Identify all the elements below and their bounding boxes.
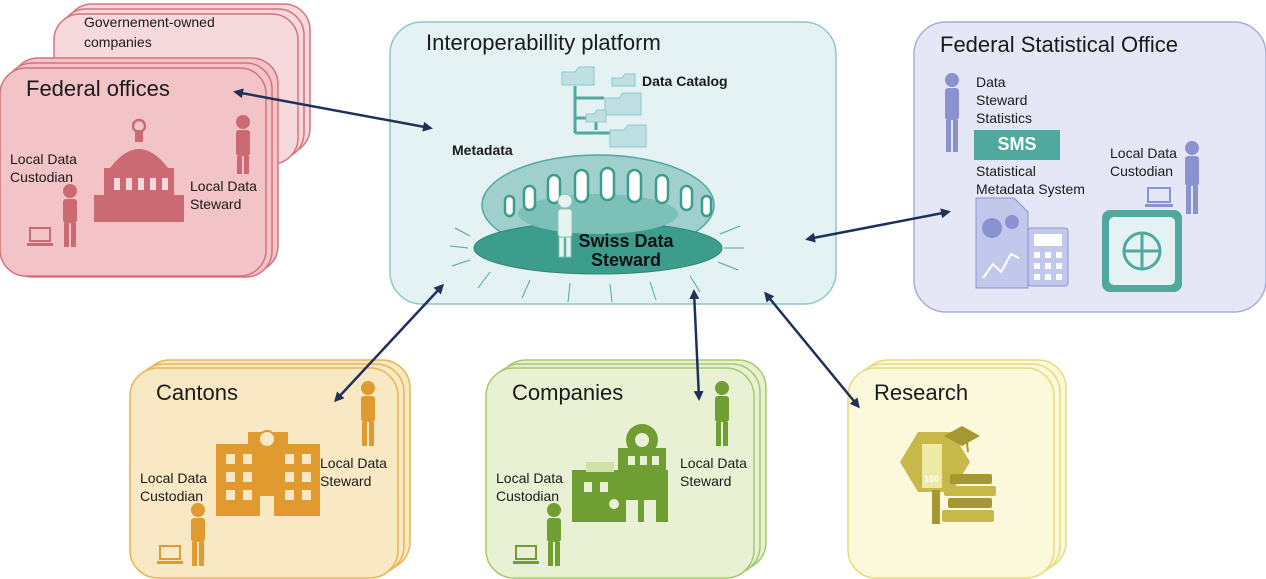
federal-custodian-label-line1: Local Data (10, 151, 77, 167)
sms-caption-line2: Metadata System (976, 181, 1085, 197)
company-computer-icon (513, 545, 539, 564)
safe-icon (1102, 210, 1182, 292)
statistics-steward-label-line3: Statistics (976, 110, 1033, 126)
companies-title: Companies (512, 380, 624, 405)
federal-offices-title: Federal offices (26, 76, 170, 101)
canton-building-icon (216, 430, 320, 516)
swiss-steward-label-line2: Steward (590, 249, 662, 270)
arrow-companies-platform (689, 289, 704, 401)
arrow-federal-platform (233, 88, 433, 132)
statistics-steward-person-icon (945, 73, 959, 152)
parliament-building-icon (94, 118, 184, 222)
platform-title: Interoperabillity platform (426, 30, 661, 55)
federal-steward-label-line1: Local Data (190, 178, 257, 194)
sms-badge-bg (974, 130, 1060, 160)
statistics-documents-icon (975, 197, 1069, 289)
swiss-steward-label-line1: Swiss Data (578, 231, 674, 251)
metadata-label: Metadata (452, 142, 513, 158)
statistics-custodian-person-icon (1185, 141, 1199, 214)
statistics-custodian-label-line2: Custodian (1110, 163, 1174, 179)
cantons-title: Cantons (156, 380, 238, 405)
sms-caption-line1: Statistical (976, 163, 1036, 179)
federal-custodian-person-icon (63, 184, 77, 247)
federal-steward-label-line2: Steward (190, 196, 242, 212)
research-books-icon (900, 426, 996, 524)
factory-icon (572, 424, 668, 522)
company-custodian-person-icon (547, 503, 561, 566)
statistical-office-title: Federal Statistical Office (940, 32, 1179, 57)
federal-computer-icon (27, 227, 53, 246)
swiss-steward-label: Swiss Data Steward (576, 232, 676, 270)
govt-companies-label-line2: companies (84, 34, 152, 50)
statistical-office-card (913, 21, 1266, 313)
connector-arrows (233, 88, 951, 409)
company-steward-label-line2: Steward (680, 473, 732, 489)
canton-custodian-label-line2: Custodian (140, 488, 204, 504)
federal-custodian-label-line2: Custodian (10, 169, 74, 185)
statistics-computer-icon (1145, 187, 1173, 207)
statistics-steward-label-line2: Steward (976, 92, 1028, 108)
sms-badge: SMS (997, 134, 1037, 154)
metadata-arena-icon (449, 154, 744, 303)
arrow-cantons-platform (333, 283, 445, 403)
company-steward-label-line1: Local Data (680, 455, 747, 471)
arrow-research-platform (764, 291, 860, 409)
research-title: Research (874, 380, 969, 405)
data-catalog-label: Data Catalog (642, 73, 728, 89)
canton-steward-label-line1: Local Data (320, 455, 387, 471)
canton-custodian-person-icon (191, 503, 205, 566)
company-custodian-label-line1: Local Data (496, 470, 563, 486)
swiss-steward-person-icon (557, 193, 573, 258)
govt-companies-label-line1: Governement-owned (84, 14, 215, 30)
company-steward-person-icon (715, 381, 729, 446)
arrow-statistics-platform (805, 208, 951, 243)
company-custodian-label-line2: Custodian (496, 488, 560, 504)
data-catalog-icon (561, 66, 647, 148)
canton-custodian-label-line1: Local Data (140, 470, 207, 486)
canton-computer-icon (157, 545, 183, 564)
statistics-steward-label-line1: Data (976, 74, 1006, 90)
canton-steward-label-line2: Steward (320, 473, 372, 489)
research-book-label: 100 (924, 474, 940, 484)
statistics-custodian-label-line1: Local Data (1110, 145, 1177, 161)
